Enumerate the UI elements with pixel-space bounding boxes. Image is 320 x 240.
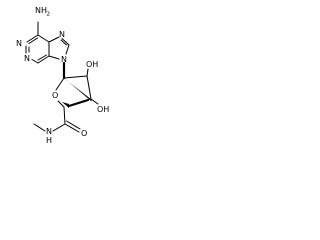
n7-label: N (59, 30, 65, 39)
amine-hydrogen-label: H (41, 6, 47, 15)
hydroxyl-3-label: OH (86, 60, 98, 69)
carbonyl-oxygen-label: O (81, 129, 87, 138)
pyrimidine-ring (25, 34, 50, 64)
chemical-structure: N H 2 N N N N O OH OH O N H (16, 6, 109, 145)
n1-label: N (16, 39, 22, 48)
carboxamide-group (33, 106, 81, 133)
hydroxyl-2-label: OH (97, 105, 109, 114)
ring-oxygen-label: O (52, 91, 58, 100)
amine-h-count: 2 (47, 12, 51, 18)
n3-label: N (24, 54, 30, 63)
amide-nitrogen-label: N (46, 127, 52, 136)
amine-nitrogen-label: N (35, 6, 41, 15)
n9-label: N (61, 55, 67, 64)
imidazole-ring (48, 36, 70, 60)
ribose-ring (55, 68, 99, 108)
amide-hydrogen-label: H (46, 136, 52, 145)
